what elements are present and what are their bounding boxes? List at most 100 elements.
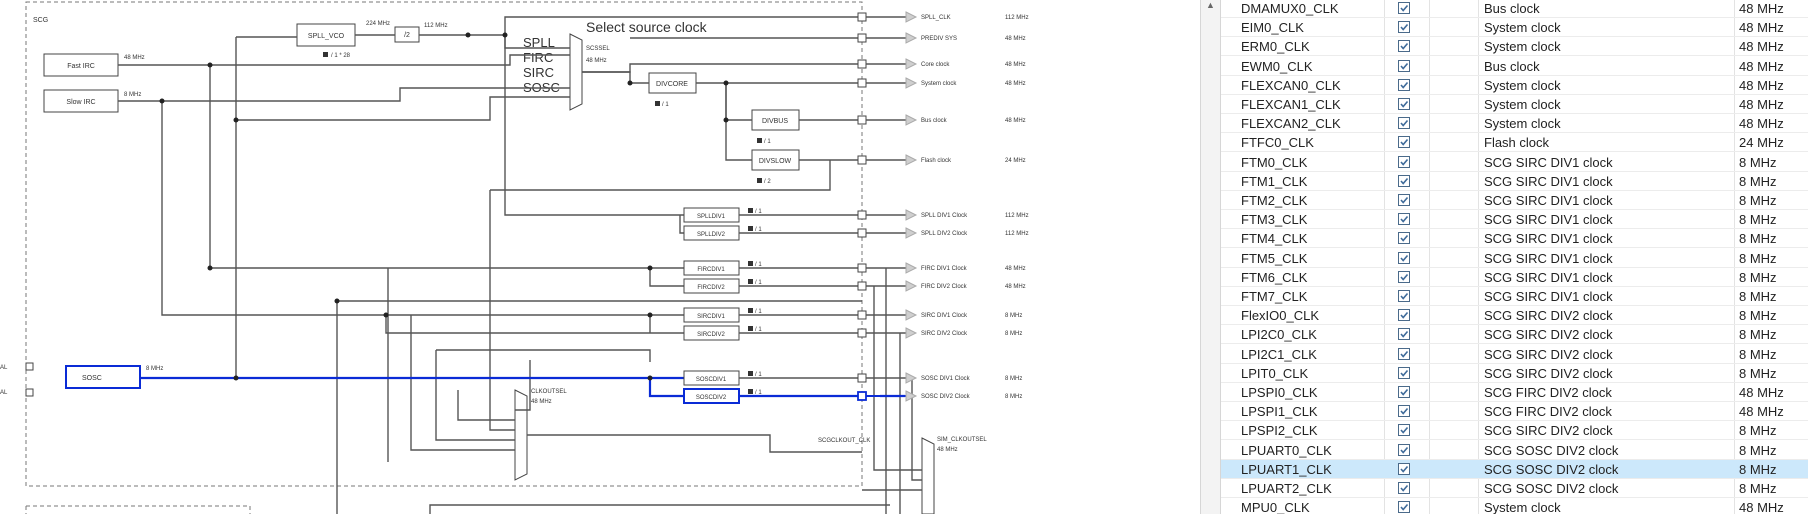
checked-checkbox-icon[interactable] — [1398, 386, 1410, 398]
checked-checkbox-icon[interactable] — [1398, 424, 1410, 437]
clock-source[interactable]: SCG SIRC DIV1 clock — [1484, 154, 1613, 170]
lock-icon[interactable] — [757, 178, 762, 183]
clock-source[interactable]: SCG SIRC DIV1 clock — [1484, 193, 1613, 208]
clock-source[interactable]: SCG SIRC DIV1 clock — [1484, 212, 1613, 228]
clock-source[interactable]: SCG SOSC DIV2 clock — [1484, 461, 1619, 477]
clock-source[interactable]: SCG SIRC DIV1 clock — [1484, 289, 1613, 304]
checked-checkbox-icon[interactable] — [1398, 117, 1410, 130]
checked-checkbox-icon[interactable] — [1398, 174, 1410, 187]
lock-icon[interactable] — [748, 226, 753, 231]
sosc-block[interactable] — [65, 365, 141, 389]
clock-source[interactable]: System clock — [1484, 39, 1561, 55]
lock-icon[interactable] — [757, 138, 762, 143]
checked-checkbox-icon[interactable] — [1398, 98, 1410, 110]
output-gate[interactable] — [857, 310, 867, 320]
lock-icon[interactable] — [748, 279, 753, 284]
clock-source[interactable]: SCG SOSC DIV2 clock — [1484, 442, 1619, 458]
checked-checkbox-icon[interactable] — [1398, 366, 1410, 379]
checked-checkbox-icon[interactable] — [1398, 40, 1410, 53]
clock-source[interactable]: SCG SIRC DIV1 clock — [1484, 173, 1613, 189]
clock-source[interactable]: SCG FIRC DIV2 clock — [1484, 404, 1612, 420]
clock-source[interactable]: SCG SIRC DIV2 clock — [1484, 346, 1613, 362]
clock-source[interactable]: System clock — [1484, 500, 1561, 514]
output-gate[interactable] — [857, 263, 867, 273]
output-gate[interactable] — [857, 155, 867, 165]
lock-icon[interactable] — [748, 371, 753, 376]
output-gate[interactable] — [857, 210, 867, 220]
clock-source[interactable]: SCG SIRC DIV2 clock — [1484, 308, 1613, 324]
output-gate[interactable] — [857, 281, 867, 291]
scroll-up-arrow-icon[interactable]: ▲ — [1206, 0, 1215, 10]
checked-checkbox-icon[interactable] — [1398, 78, 1410, 91]
checked-checkbox-icon[interactable] — [1398, 251, 1410, 264]
output-gate[interactable] — [857, 373, 867, 383]
clock-source[interactable]: Bus clock — [1484, 58, 1540, 74]
clkoutsel-mux[interactable] — [514, 389, 528, 481]
checked-checkbox-icon[interactable] — [1398, 405, 1410, 418]
output-gate[interactable] — [857, 12, 867, 22]
output-gate[interactable] — [857, 328, 867, 338]
clock-source[interactable]: SCG SIRC DIV2 clock — [1484, 365, 1613, 381]
checked-checkbox-icon[interactable] — [1398, 309, 1410, 322]
output-gate[interactable] — [857, 33, 867, 43]
checked-checkbox-icon[interactable] — [1398, 290, 1410, 302]
checked-checkbox-icon[interactable] — [1398, 501, 1410, 514]
clock-source[interactable]: System clock — [1484, 97, 1561, 112]
clock-source[interactable]: System clock — [1484, 77, 1561, 93]
clock-source[interactable]: Bus clock — [1484, 1, 1540, 16]
output-gate[interactable] — [857, 59, 867, 69]
lock-icon[interactable] — [748, 261, 753, 266]
clock-source[interactable]: Flash clock — [1484, 135, 1550, 151]
lock-icon[interactable] — [748, 208, 753, 213]
lock-icon[interactable] — [748, 308, 753, 313]
checked-checkbox-icon[interactable] — [1398, 232, 1410, 245]
checked-checkbox-icon[interactable] — [1398, 194, 1410, 206]
lock-icon[interactable] — [655, 101, 660, 106]
checked-checkbox-icon[interactable] — [1398, 270, 1410, 283]
lock-icon[interactable] — [748, 389, 753, 394]
checked-checkbox-icon[interactable] — [1398, 328, 1410, 341]
checked-checkbox-icon[interactable] — [1398, 59, 1410, 72]
output-gate[interactable] — [857, 115, 867, 125]
divider-block[interactable] — [683, 388, 740, 404]
lock-icon[interactable] — [748, 326, 753, 331]
clock-source[interactable]: System clock — [1484, 116, 1561, 132]
checked-checkbox-icon[interactable] — [1398, 2, 1410, 14]
clock-diagram[interactable]: SCG Select source clock Fast IRC 48 MHz … — [0, 0, 1200, 514]
clock-source[interactable]: SCG FIRC DIV2 clock — [1484, 385, 1612, 400]
checked-checkbox-icon[interactable] — [1398, 155, 1410, 168]
scssel-mux[interactable] — [569, 33, 583, 111]
lock-icon[interactable] — [323, 52, 328, 57]
checked-checkbox-icon[interactable] — [1398, 21, 1410, 34]
checked-checkbox-icon[interactable] — [1398, 482, 1410, 494]
checked-checkbox-icon[interactable] — [1398, 347, 1410, 360]
clock-source[interactable]: System clock — [1484, 20, 1561, 36]
clock-source[interactable]: SCG SIRC DIV1 clock — [1484, 231, 1613, 247]
checked-checkbox-icon[interactable] — [1398, 462, 1410, 475]
output-gate[interactable] — [857, 228, 867, 238]
